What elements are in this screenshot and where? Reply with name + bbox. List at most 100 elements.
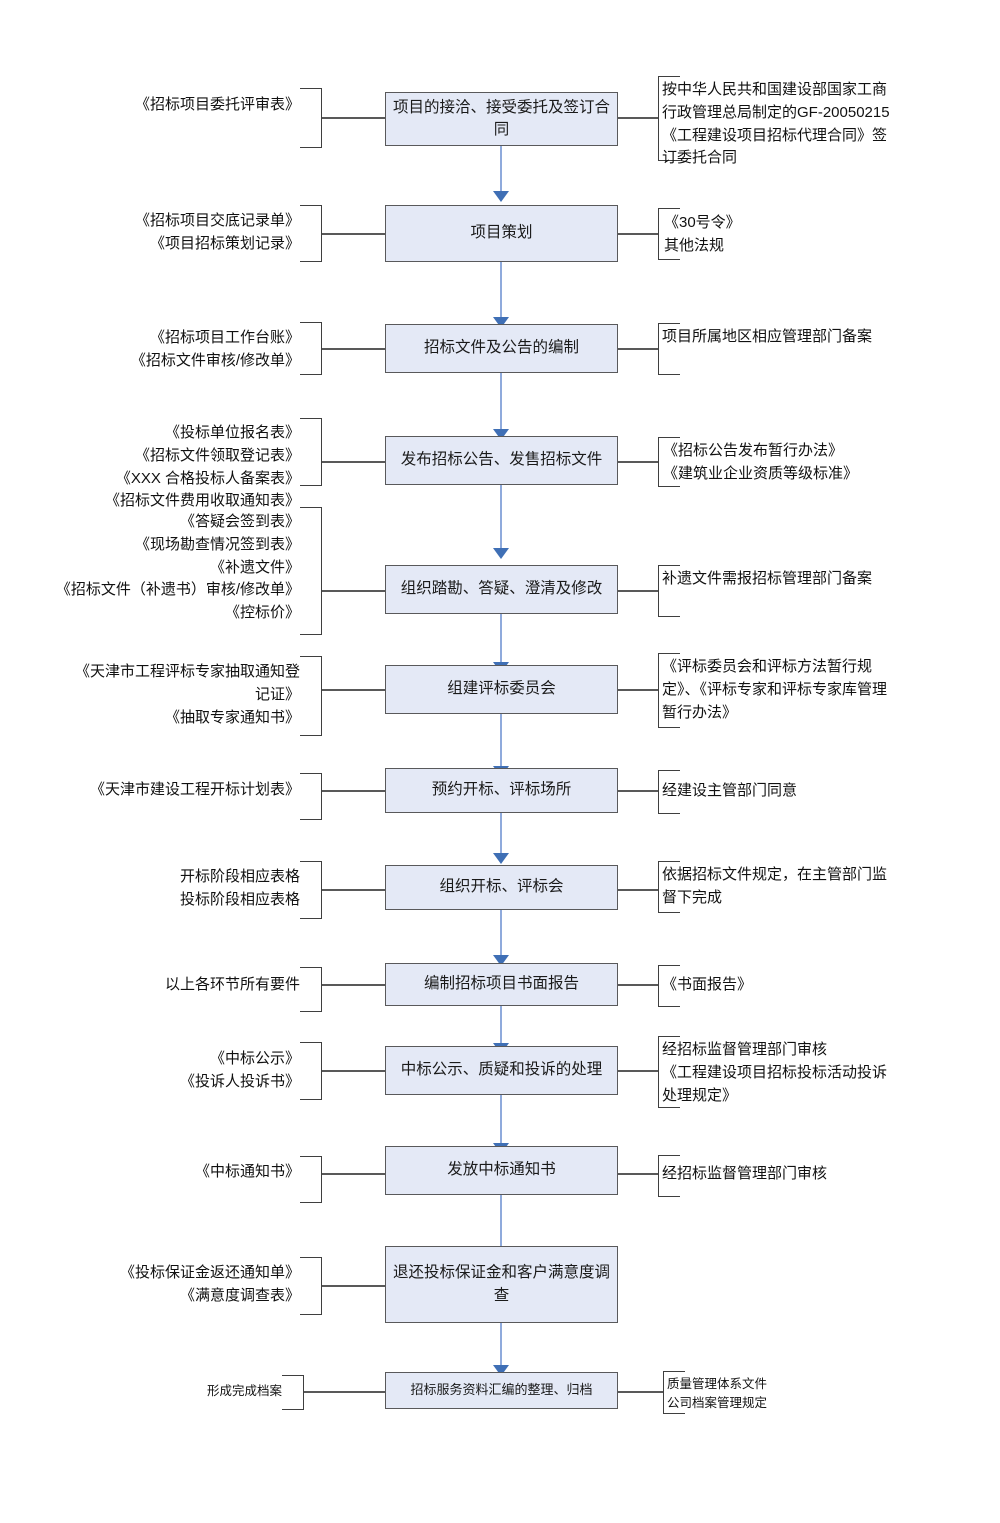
input-leader-step-6: [322, 689, 385, 691]
process-box-step-10[interactable]: 中标公示、质疑和投诉的处理: [385, 1046, 618, 1095]
process-box-step-2[interactable]: 项目策划: [385, 205, 618, 262]
connector-line-5-6: [500, 614, 503, 662]
connector-line-6-7: [500, 714, 503, 766]
inputs-label-step-10: 《中标公示》 《投诉人投诉书》: [179, 1050, 300, 1090]
notes-label-step-13: 质量管理体系文件 公司档案管理规定: [667, 1377, 768, 1410]
connector-line-8-9: [500, 910, 503, 955]
connector-line-9-10: [500, 1006, 503, 1043]
note-bracket-step-2: [658, 208, 680, 260]
process-box-step-12[interactable]: 退还投标保证金和客户满意度调查: [385, 1246, 618, 1323]
input-bracket-step-11: [300, 1156, 322, 1203]
process-box-step-5[interactable]: 组织踏勘、答疑、澄清及修改: [385, 565, 618, 614]
process-box-step-13[interactable]: 招标服务资料汇编的整理、归档: [385, 1372, 618, 1409]
note-leader-step-9: [618, 984, 658, 986]
connector-arrowhead-3-4: [493, 429, 509, 440]
notes-label-step-1: 按中华人民共和国建设部国家工商行政管理总局制定的GF-20050215《工程建设…: [662, 81, 890, 167]
note-bracket-step-10: [658, 1036, 680, 1108]
notes-label-step-2: 《30号令》 其他法规: [664, 214, 741, 254]
notes-label-step-4: 《招标公告发布暂行办法》 《建筑业企业资质等级标准》: [663, 442, 859, 482]
notes-label-step-7: 经建设主管部门同意: [662, 782, 798, 799]
connector-arrowhead-8-9: [493, 955, 509, 966]
notes-label-step-6: 《评标委员会和评标方法暂行规定》、《评标专家和评标专家库管理暂行办法》: [662, 658, 888, 721]
process-box-step-8[interactable]: 组织开标、评标会: [385, 865, 618, 910]
input-bracket-step-10: [300, 1042, 322, 1100]
connector-line-3-4: [500, 373, 503, 429]
input-leader-step-11: [322, 1173, 385, 1175]
inputs-label-step-13: 形成完成档案: [206, 1384, 282, 1398]
input-leader-step-4: [322, 461, 385, 463]
input-bracket-step-6: [300, 656, 322, 736]
input-leader-step-1: [322, 117, 385, 119]
note-leader-step-1: [618, 117, 658, 119]
input-bracket-step-12: [300, 1257, 322, 1315]
input-leader-step-12: [322, 1285, 385, 1287]
connector-arrowhead-4-5: [493, 548, 509, 559]
inputs-label-step-9: 以上各环节所有要件: [164, 976, 300, 993]
inputs-label-step-2: 《招标项目交底记录单》 《项目招标策划记录》: [134, 212, 300, 252]
note-leader-step-11: [618, 1173, 658, 1175]
inputs-label-step-12: 《投标保证金返还通知单》 《满意度调查表》: [119, 1264, 300, 1304]
process-box-step-4[interactable]: 发布招标公告、发售招标文件: [385, 436, 618, 485]
note-leader-step-2: [618, 233, 658, 235]
note-bracket-step-13: [663, 1371, 685, 1414]
note-leader-step-13: [618, 1391, 663, 1393]
note-bracket-step-7: [658, 770, 680, 814]
notes-label-step-11: 经招标监督管理部门审核: [662, 1165, 828, 1182]
inputs-label-step-5: 《答疑会签到表》 《现场勘查情况签到表》 《补遗文件》 《招标文件（补遗书）审核…: [55, 513, 300, 622]
input-leader-step-8: [322, 889, 385, 891]
input-bracket-step-5: [300, 507, 322, 635]
note-leader-step-3: [618, 348, 658, 350]
notes-label-step-3: 项目所属地区相应管理部门备案: [662, 328, 873, 345]
process-box-step-7[interactable]: 预约开标、评标场所: [385, 768, 618, 813]
inputs-label-step-8: 开标阶段相应表格 投标阶段相应表格: [179, 868, 300, 908]
input-bracket-step-4: [300, 418, 322, 486]
input-leader-step-13: [304, 1391, 385, 1393]
connector-arrowhead-12-13: [493, 1365, 509, 1376]
note-leader-step-8: [618, 889, 658, 891]
notes-label-step-9: 《书面报告》: [662, 976, 753, 993]
note-leader-step-7: [618, 790, 658, 792]
connector-arrowhead-2-3: [493, 317, 509, 328]
connector-arrowhead-7-8: [493, 853, 509, 864]
input-leader-step-10: [322, 1070, 385, 1072]
input-bracket-step-2: [300, 205, 322, 262]
inputs-label-step-11: 《中标通知书》: [194, 1163, 300, 1180]
input-bracket-step-3: [300, 322, 322, 375]
process-box-step-6[interactable]: 组建评标委员会: [385, 665, 618, 714]
connector-line-7-8: [500, 813, 503, 853]
connector-line-1-2: [500, 146, 503, 191]
input-leader-step-2: [322, 233, 385, 235]
note-bracket-step-5: [658, 565, 680, 617]
input-leader-step-3: [322, 348, 385, 350]
note-leader-step-5: [618, 590, 658, 592]
input-leader-step-9: [322, 984, 385, 986]
input-bracket-step-13: [282, 1375, 304, 1410]
inputs-label-step-7: 《天津市建设工程开标计划表》: [89, 781, 300, 798]
process-box-step-9[interactable]: 编制招标项目书面报告: [385, 963, 618, 1006]
connector-line-12-13: [500, 1323, 503, 1365]
notes-label-step-5: 补遗文件需报招标管理部门备案: [662, 570, 873, 587]
input-bracket-step-8: [300, 861, 322, 919]
note-bracket-step-9: [658, 965, 680, 1007]
process-box-step-11[interactable]: 发放中标通知书: [385, 1146, 618, 1195]
input-leader-step-5: [322, 590, 385, 592]
input-bracket-step-1: [300, 88, 322, 148]
note-bracket-step-1: [658, 76, 680, 161]
input-bracket-step-9: [300, 967, 322, 1012]
inputs-label-step-6: 《天津市工程评标专家抽取通知登记证》 《抽取专家通知书》: [75, 663, 301, 726]
process-box-step-3[interactable]: 招标文件及公告的编制: [385, 324, 618, 373]
note-bracket-step-8: [658, 861, 680, 913]
note-bracket-step-6: [658, 653, 680, 728]
process-box-step-1[interactable]: 项目的接洽、接受委托及签订合同: [385, 92, 618, 146]
note-bracket-step-11: [658, 1155, 680, 1197]
note-leader-step-6: [618, 689, 658, 691]
inputs-label-step-3: 《招标项目工作台账》 《招标文件审核/修改单》: [130, 329, 300, 369]
note-leader-step-10: [618, 1070, 658, 1072]
connector-line-2-3: [500, 262, 503, 317]
note-bracket-step-3: [658, 323, 680, 375]
inputs-label-step-4: 《投标单位报名表》 《招标文件领取登记表》 《XXX 合格投标人备案表》 《招标…: [104, 424, 300, 510]
connector-line-10-11: [500, 1095, 503, 1143]
notes-label-step-8: 依据招标文件规定，在主管部门监督下完成: [662, 866, 888, 906]
connector-arrowhead-1-2: [493, 191, 509, 202]
inputs-label-step-1: 《招标项目委托评审表》: [134, 96, 300, 113]
